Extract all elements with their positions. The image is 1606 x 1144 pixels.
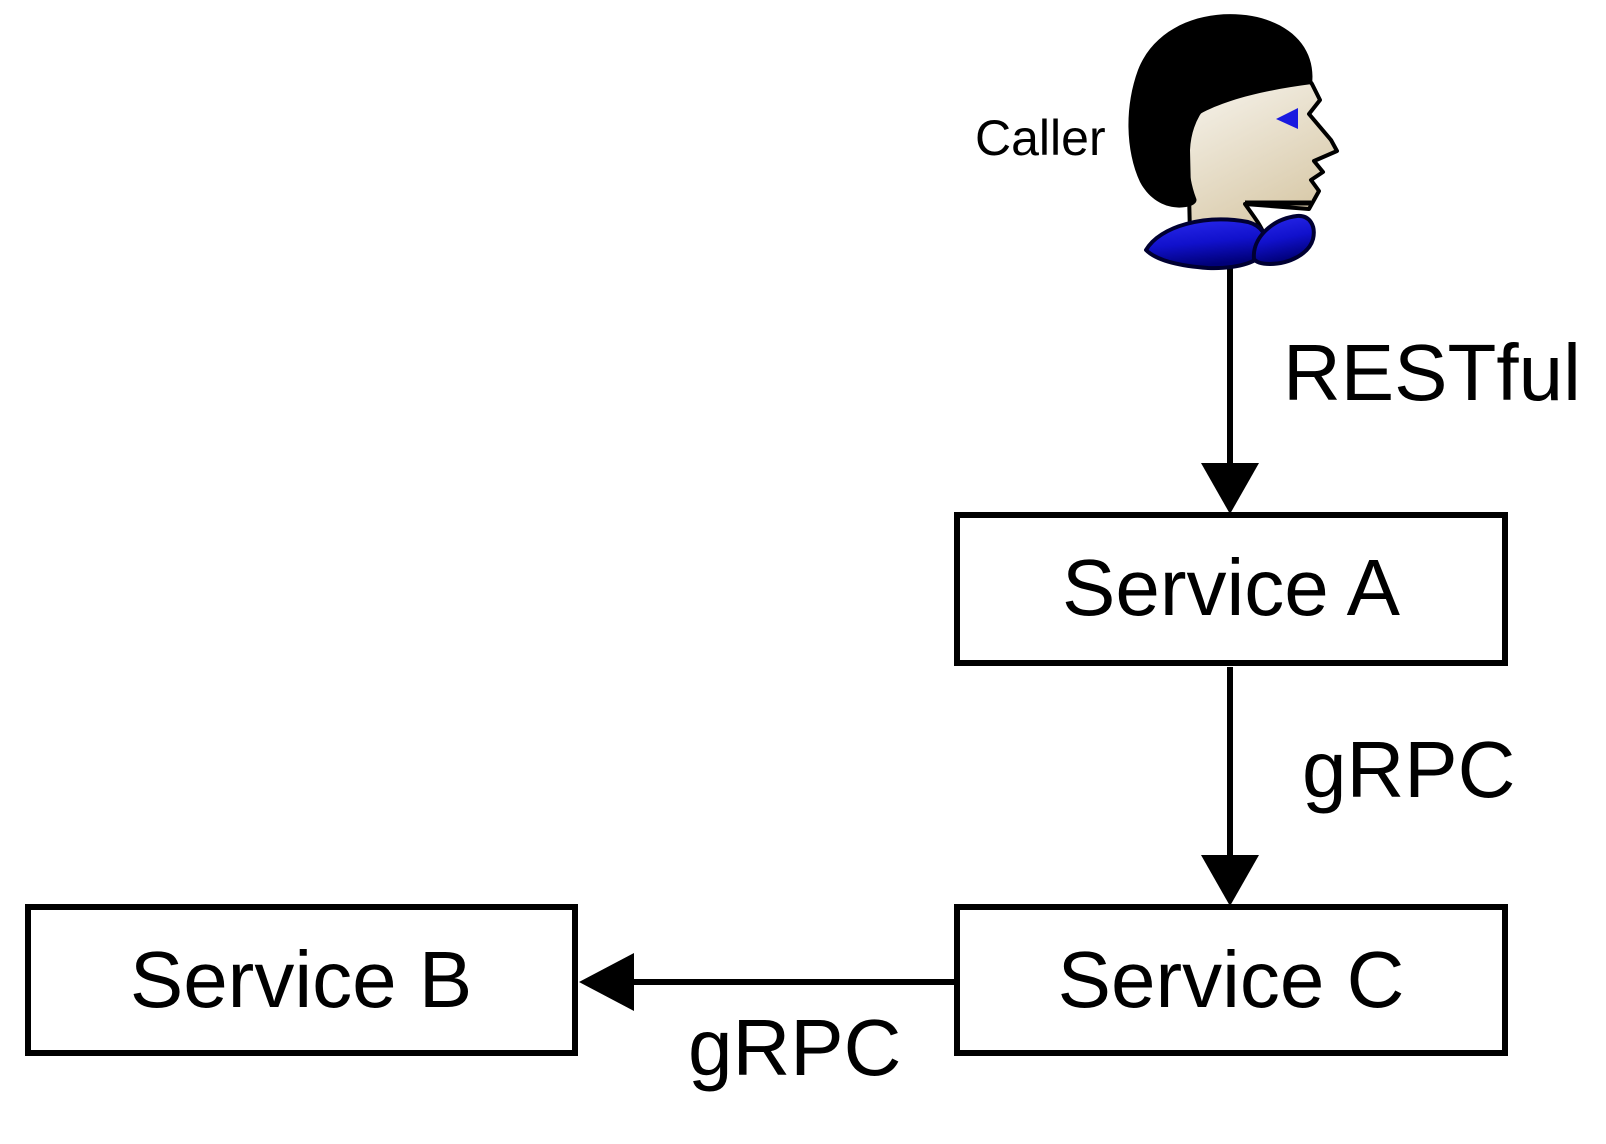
node-service-c: Service C	[954, 904, 1508, 1056]
collar-right-shape	[1251, 213, 1316, 266]
person-head-icon	[1128, 14, 1339, 271]
edge-label-grpc-1: gRPC	[1302, 725, 1515, 814]
arrow-head-down-icon	[1201, 855, 1259, 906]
arrow-head-left-icon	[579, 953, 634, 1011]
node-service-a: Service A	[954, 512, 1508, 666]
edge-label-restful: RESTful	[1283, 328, 1581, 417]
service-a-label: Service A	[1062, 543, 1401, 632]
node-service-b: Service B	[25, 904, 578, 1056]
service-b-box	[25, 904, 578, 1056]
service-a-box	[954, 512, 1508, 666]
caller-label: Caller	[975, 110, 1106, 166]
edge-label-grpc-2: gRPC	[688, 1003, 901, 1092]
caller-actor: Caller	[975, 14, 1339, 271]
eye-shape	[1276, 108, 1298, 129]
arrow-head-down-icon	[1201, 463, 1259, 514]
collar-left-shape	[1144, 217, 1269, 271]
edge-service-c-to-service-b: gRPC	[579, 953, 957, 1092]
hair-shape	[1128, 14, 1313, 208]
edge-service-a-to-service-c: gRPC	[1201, 667, 1515, 906]
edge-caller-to-service-a: RESTful	[1201, 248, 1581, 514]
service-c-box	[954, 904, 1508, 1056]
service-c-label: Service C	[1058, 935, 1405, 1024]
service-b-label: Service B	[130, 935, 472, 1024]
